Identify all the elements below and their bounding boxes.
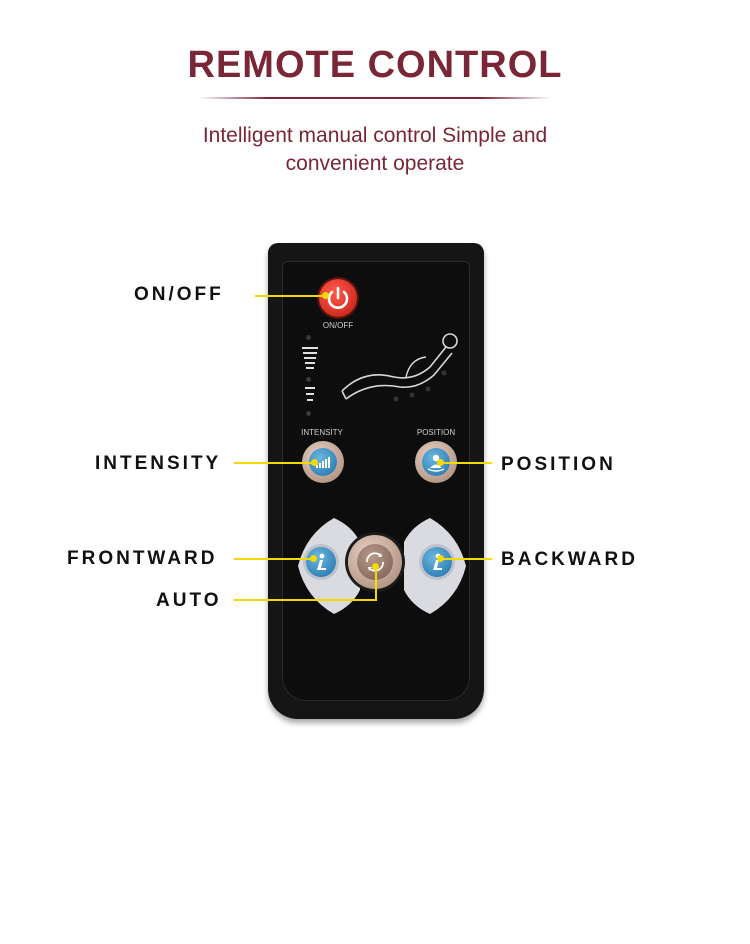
page-title: REMOTE CONTROL	[187, 44, 563, 86]
callout-auto: AUTO	[156, 590, 222, 611]
remote-face: ON/OFF INTENSI	[282, 261, 470, 701]
auto-icon	[366, 552, 384, 572]
callout-line-frontward	[234, 558, 312, 560]
callout-line-position	[440, 462, 492, 464]
callout-dot-auto	[372, 563, 379, 570]
callout-backward: BACKWARD	[501, 549, 638, 570]
power-button-label: ON/OFF	[322, 321, 354, 330]
intensity-low-icon	[305, 387, 315, 401]
power-icon	[327, 286, 349, 309]
subtitle-line-1: Intelligent manual control Simple and	[202, 124, 548, 147]
callout-line-intensity	[234, 462, 314, 464]
callout-intensity: INTENSITY	[95, 453, 222, 474]
frontward-icon	[317, 553, 326, 570]
callout-line-auto-v	[375, 567, 377, 601]
intensity-icon	[316, 457, 330, 468]
massage-chair-icon	[341, 333, 458, 402]
position-button-label: POSITION	[416, 428, 456, 437]
callout-line-backward	[440, 558, 492, 560]
callout-dot-on-off	[322, 292, 329, 299]
intensity-bars-icon	[302, 347, 318, 369]
subtitle-line-2: convenient operate	[285, 152, 465, 175]
position-button-face	[422, 448, 450, 476]
callout-line-on-off	[255, 295, 325, 297]
level-led	[306, 411, 311, 416]
callout-frontward: FRONTWARD	[67, 548, 218, 569]
level-led	[306, 335, 311, 340]
callout-position: POSITION	[501, 454, 616, 475]
subtitle: Intelligent manual control Simple and co…	[150, 122, 600, 178]
callout-dot-frontward	[310, 555, 317, 562]
frontward-button[interactable]	[306, 547, 336, 577]
callout-dot-intensity	[311, 459, 318, 466]
remote-control: ON/OFF INTENSI	[268, 243, 484, 719]
callout-dot-position	[437, 459, 444, 466]
backward-icon	[433, 553, 442, 570]
intensity-button-label: INTENSITY	[301, 428, 343, 437]
level-led	[306, 377, 311, 382]
callout-line-auto-h	[234, 599, 377, 601]
backward-button[interactable]	[422, 547, 452, 577]
title-divider	[198, 97, 552, 99]
callout-on-off: ON/OFF	[134, 284, 224, 305]
callout-dot-backward	[437, 555, 444, 562]
